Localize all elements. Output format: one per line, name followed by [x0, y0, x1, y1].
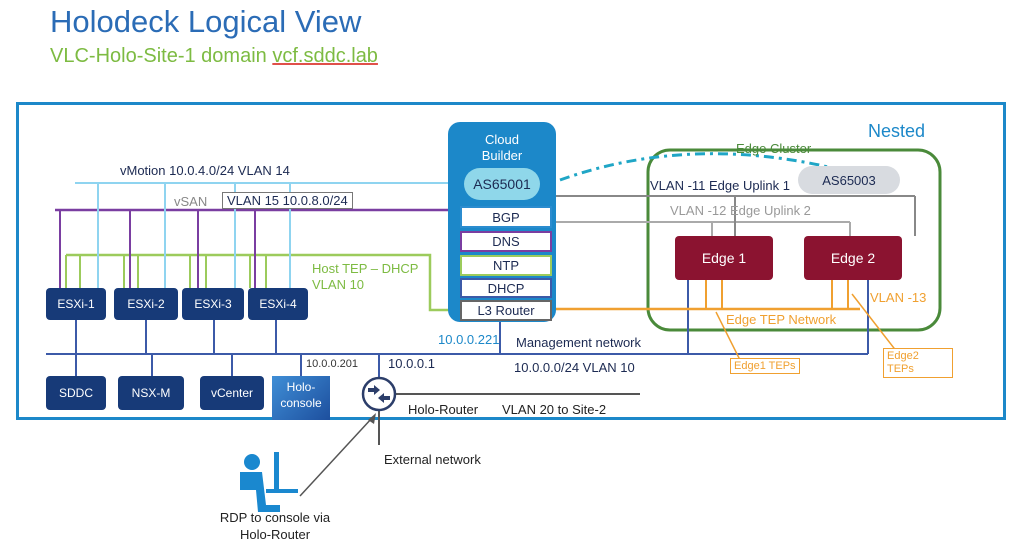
- router-label: Holo-Router: [408, 402, 479, 417]
- cloud-builder-title-1: Cloud: [485, 132, 519, 147]
- management-drops: [75, 280, 869, 378]
- holo-console-ip: 10.0.0.201: [306, 358, 358, 370]
- tep-drops: [65, 255, 267, 288]
- bgp-peering-link: [559, 152, 861, 182]
- rdp-label-1: RDP to console via: [219, 510, 331, 525]
- edge1-tep-pointer: [715, 311, 741, 361]
- esxi-host-1: ESXi-1: [46, 288, 106, 320]
- subtitle-prefix: VLC-Holo-Site-1 domain: [50, 45, 273, 67]
- edge2-teps-label-2: TEPs: [887, 363, 914, 375]
- nsx-manager-vm: NSX-M: [118, 376, 184, 410]
- page-title: Holodeck Logical View: [50, 4, 362, 39]
- domain-link[interactable]: vcf.sddc.lab: [272, 45, 378, 67]
- host-tep-label-1: Host TEP – DHCP: [312, 261, 419, 276]
- holo-console-tile: [272, 376, 330, 420]
- rdp-arrowhead: [368, 413, 376, 424]
- router-ip: 10.0.0.1: [388, 356, 435, 371]
- dhcp-service: DHCP: [460, 278, 552, 298]
- edge2-tep-pointer: [851, 293, 898, 353]
- esxi-host-4: ESXi-4: [248, 288, 308, 320]
- edge-tep-network-label: Edge TEP Network: [726, 312, 837, 327]
- vsan-label: vSAN: [174, 194, 208, 209]
- external-network-label: External network: [384, 452, 481, 467]
- sddc-vm: SDDC: [46, 376, 106, 410]
- edge-cluster-as: AS65003: [798, 166, 900, 194]
- esxi-host-2: ESXi-2: [114, 288, 178, 320]
- edge2-teps-label-1: Edge2: [887, 350, 919, 362]
- dns-service: DNS: [460, 231, 552, 252]
- page-subtitle: VLC-Holo-Site-1 domain vcf.sddc.lab: [50, 45, 378, 68]
- cloud-builder-ip: 10.0.0.221: [438, 332, 500, 347]
- uplink-drops: [711, 196, 916, 236]
- holo-console-label-1: Holo-: [286, 380, 316, 394]
- edge1-teps-label: Edge1 TEPs: [730, 358, 800, 374]
- cloud-builder-title-2: Builder: [481, 148, 523, 163]
- ntp-service: NTP: [460, 255, 552, 276]
- uplink2-label: VLAN -12 Edge Uplink 2: [670, 203, 811, 218]
- vsan-vlan-label: VLAN 15 10.0.8.0/24: [222, 192, 353, 209]
- uplink1-label: VLAN -11 Edge Uplink 1: [650, 178, 790, 193]
- vlan13-label: VLAN -13: [870, 290, 927, 305]
- management-label: Management network: [516, 335, 642, 350]
- host-tep-to-dhcp: [310, 253, 455, 312]
- vcenter-vm: vCenter: [200, 376, 264, 410]
- rdp-arrow: [299, 417, 373, 497]
- holo-console-label-2: console: [280, 396, 322, 410]
- bgp-service: BGP: [460, 206, 552, 228]
- holo-router-icon: [361, 376, 397, 412]
- esxi-host-3: ESXi-3: [182, 288, 244, 320]
- edge-2: Edge 2: [804, 236, 902, 280]
- vsan-drops: [59, 210, 256, 288]
- diagram-frame: [16, 102, 1006, 420]
- management-subnet-label: 10.0.0.0/24 VLAN 10: [514, 360, 635, 375]
- l3-router-service: L3 Router: [460, 300, 552, 321]
- edge-1: Edge 1: [675, 236, 773, 280]
- edge-tep-drops: [705, 280, 849, 309]
- host-tep-label-2: VLAN 10: [312, 277, 365, 292]
- vmotion-label: vMotion 10.0.4.0/24 VLAN 14: [120, 163, 290, 178]
- edge-cluster-box: [646, 148, 942, 332]
- edge-cluster-label: Edge Cluster: [736, 141, 812, 156]
- rdp-label-2: Holo-Router: [239, 527, 311, 542]
- vlan20-label: VLAN 20 to Site-2: [502, 402, 607, 417]
- cloud-builder-as: AS65001: [464, 168, 540, 200]
- rdp-user-icon: [240, 452, 298, 512]
- nested-label: Nested: [868, 121, 926, 141]
